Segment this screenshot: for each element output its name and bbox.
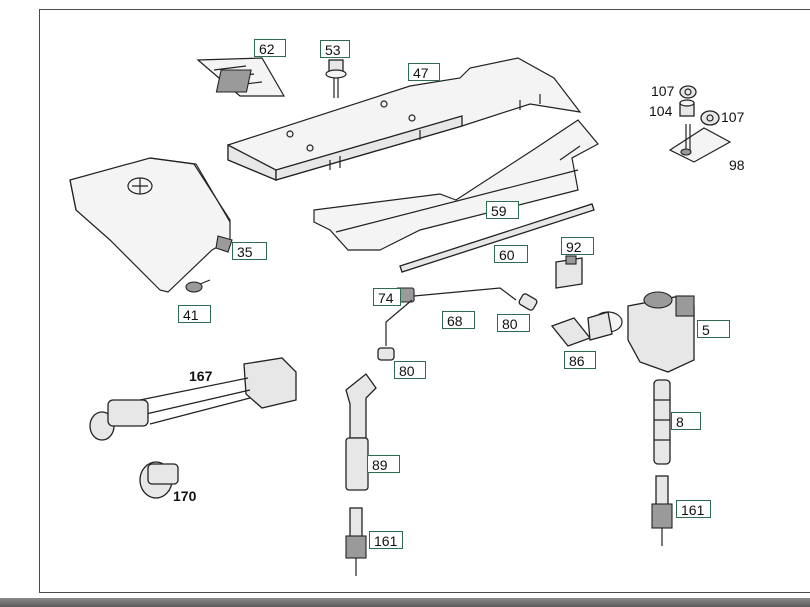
part-68-ignition-lead — [385, 287, 517, 346]
part-107-nut-right — [700, 110, 720, 126]
callout-161-right: 161 — [676, 500, 711, 518]
part-60-rod — [399, 203, 595, 273]
part-80-boot-upper — [518, 293, 538, 311]
part-86-angled-connector — [550, 311, 623, 347]
label-167: 167 — [189, 368, 213, 384]
part-107-nut-top — [679, 85, 697, 99]
part-92-bracket — [555, 255, 583, 289]
part-167-cable-assembly — [89, 357, 297, 441]
callout-47: 47 — [408, 63, 440, 81]
part-98-mount-bracket — [668, 124, 732, 163]
part-35-side-cover — [69, 157, 233, 293]
part-161-spark-plug-right — [651, 475, 673, 546]
part-47-engine-cover — [227, 57, 582, 181]
callout-41: 41 — [178, 305, 211, 323]
callout-8: 8 — [671, 412, 701, 430]
label-107-right: 107 — [721, 109, 745, 125]
part-62-label-plate — [196, 57, 286, 97]
part-5-ignition-coil — [627, 291, 695, 373]
part-161-spark-plug-left — [345, 507, 367, 576]
part-170-connector-boot — [139, 461, 179, 499]
callout-62: 62 — [254, 39, 286, 57]
part-53-bolt — [325, 59, 347, 98]
callout-59: 59 — [486, 201, 519, 219]
callout-74: 74 — [373, 288, 401, 306]
part-8-coil-extension — [653, 379, 671, 465]
callout-35: 35 — [232, 242, 267, 260]
callout-68: 68 — [442, 311, 475, 329]
callout-60: 60 — [494, 245, 528, 263]
callout-92: 92 — [561, 237, 594, 255]
callout-161-left: 161 — [369, 531, 403, 549]
label-170: 170 — [173, 488, 197, 504]
label-107-top: 107 — [651, 83, 675, 99]
part-59-cover-rail — [313, 119, 599, 251]
callout-80-upper: 80 — [497, 314, 530, 332]
part-41-clip — [185, 279, 211, 293]
part-104-spacer — [679, 99, 695, 117]
callout-89: 89 — [367, 455, 400, 473]
callout-80-lower: 80 — [394, 361, 426, 379]
label-104: 104 — [649, 103, 673, 119]
part-80-boot-lower — [377, 347, 395, 361]
callout-5: 5 — [697, 320, 730, 338]
callout-53: 53 — [320, 40, 350, 58]
part-89-plug-connector — [345, 373, 377, 491]
callout-86: 86 — [564, 351, 596, 369]
label-98: 98 — [729, 157, 745, 173]
bottom-scrollbar[interactable] — [0, 598, 810, 607]
